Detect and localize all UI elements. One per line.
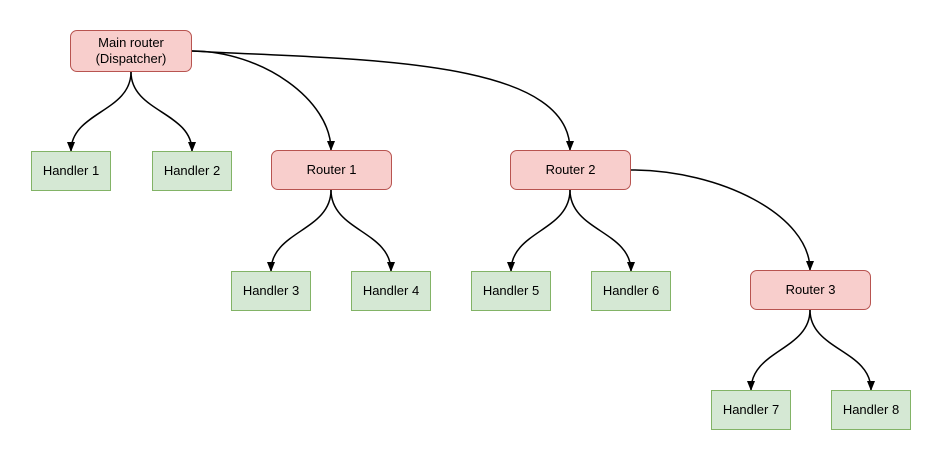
edge-router1-to-handler3	[267, 189, 332, 272]
edge-router2-to-handler5	[507, 189, 571, 272]
node-handler-7: Handler 7	[711, 390, 791, 430]
node-router-3: Router 3	[750, 270, 871, 310]
edge-main-to-handler1	[67, 71, 132, 152]
edge-router3-to-handler7	[747, 309, 811, 391]
edge-router3-to-handler8	[809, 309, 875, 391]
edge-main-to-router1	[191, 50, 335, 151]
node-handler-8: Handler 8	[831, 390, 911, 430]
node-router-1: Router 1	[271, 150, 392, 190]
node-handler-4: Handler 4	[351, 271, 431, 311]
node-handler-2: Handler 2	[152, 151, 232, 191]
edge-router2-to-handler6	[569, 189, 635, 272]
edge-main-to-router2	[191, 50, 574, 151]
edge-main-to-handler2	[130, 71, 196, 152]
node-handler-5: Handler 5	[471, 271, 551, 311]
node-handler-1: Handler 1	[31, 151, 111, 191]
node-handler-6: Handler 6	[591, 271, 671, 311]
node-router-2: Router 2	[510, 150, 631, 190]
edge-router2-to-router3	[630, 169, 814, 271]
node-handler-3: Handler 3	[231, 271, 311, 311]
node-main-router: Main router (Dispatcher)	[70, 30, 192, 72]
edge-router1-to-handler4	[330, 189, 395, 272]
